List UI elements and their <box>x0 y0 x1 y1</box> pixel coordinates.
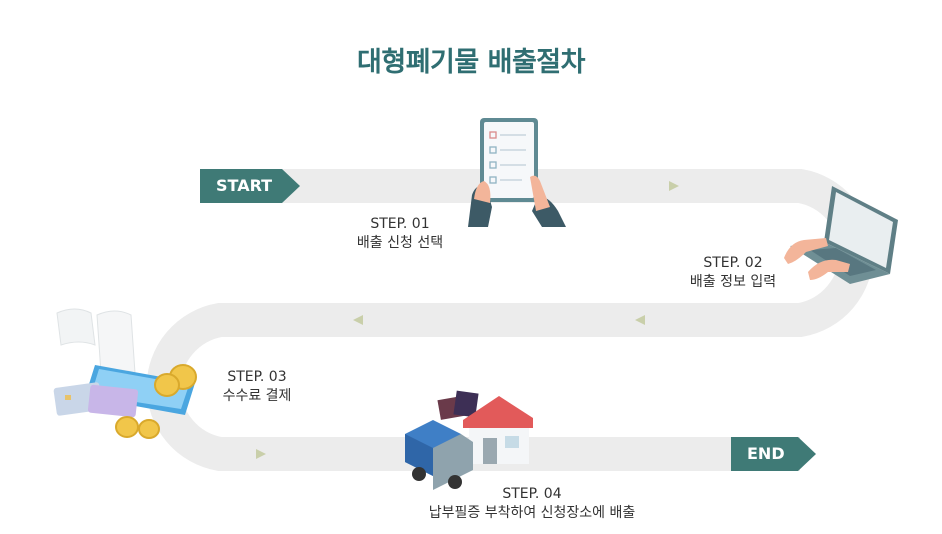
step-number: STEP. 04 <box>502 486 562 502</box>
step-text: 배출 신청 선택 <box>356 235 444 251</box>
tablet-hands-icon <box>468 118 566 227</box>
step-02-label: STEP. 02 배출 정보 입력 <box>663 254 803 292</box>
step-01-label: STEP. 01 배출 신청 선택 <box>330 215 470 253</box>
page-title: 대형폐기물 배출절차 <box>357 47 585 78</box>
payment-coins-icon <box>53 308 197 439</box>
arrow-left-icon <box>635 315 645 325</box>
arrow-left-icon <box>353 315 363 325</box>
step-text: 납부필증 부착하여 신청장소에 배출 <box>428 505 636 521</box>
step-number: STEP. 03 <box>227 369 287 385</box>
arrow-right-icon <box>669 181 679 191</box>
truck-house-icon <box>405 390 533 490</box>
step-number: STEP. 02 <box>703 255 763 271</box>
step-03-label: STEP. 03 수수료 결제 <box>192 368 322 406</box>
start-tag: START <box>200 169 300 203</box>
step-text: 배출 정보 입력 <box>689 274 777 290</box>
arrow-right-icon <box>256 449 266 459</box>
step-number: STEP. 01 <box>370 216 430 232</box>
end-tag: END <box>731 437 816 471</box>
laptop-typing-icon <box>784 186 898 284</box>
step-04-label: STEP. 04 납부필증 부착하여 신청장소에 배출 <box>392 485 672 523</box>
step-text: 수수료 결제 <box>222 388 292 404</box>
